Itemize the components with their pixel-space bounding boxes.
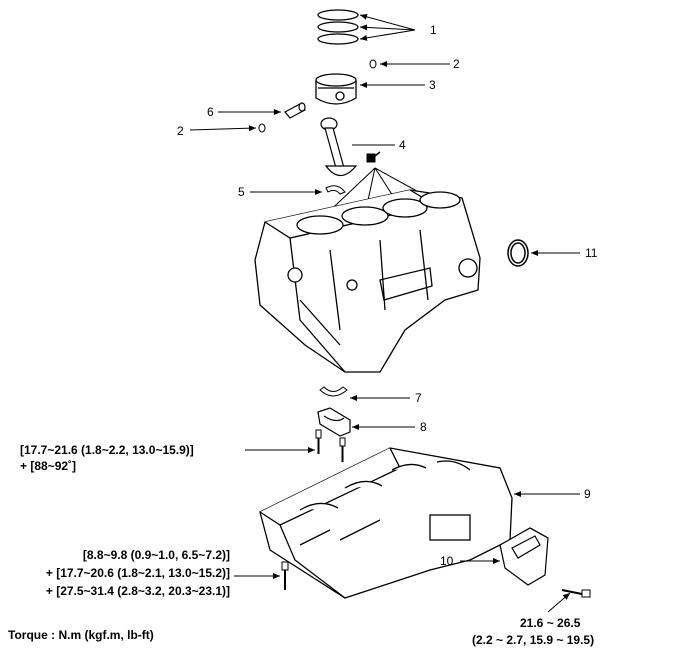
bearing-cap [317,407,351,437]
upper-bearing [325,185,346,195]
callout-5: 5 [238,185,245,199]
piston-pin [284,102,306,119]
lower-bearing [319,386,348,397]
callout-2-right: 2 [453,57,460,71]
piston-rings [317,9,359,45]
bearing-cap-bolts [315,429,346,462]
ladder-torque-line1: [8.8~9.8 (0.9~1.0, 6.5~7.2)] [82,548,230,562]
callout-leader-1 [359,13,416,41]
cap-bolt-torque-line1: [17.7~21.6 (1.8~2.2, 13.0~15.9)] [20,443,194,457]
callout-4: 4 [399,138,406,152]
oil-screen [499,527,549,586]
callout-3: 3 [429,78,436,92]
connecting-rod [320,117,358,177]
oil-screen-torque-leader [547,592,571,613]
cap-bolt-torque-line2: + [88~92˚] [20,459,77,473]
snap-ring-left [258,123,266,133]
rear-oil-seal [507,239,529,267]
cylinder-block [254,189,481,373]
callout-8: 8 [420,420,427,434]
callout-7: 7 [415,391,422,405]
callout-9: 9 [584,487,591,501]
callout-1: 1 [430,23,437,37]
oil-can-icon [366,151,381,163]
oil-screen-torque-line1: 21.6 ~ 26.5 [520,616,581,630]
callout-6: 6 [207,105,214,119]
callout-2-left: 2 [177,124,184,138]
torque-units-legend: Torque : N.m (kgf.m, lb-ft) [8,628,154,642]
snap-ring-right [369,59,377,69]
ladder-frame [259,447,513,599]
callout-10: 10 [440,554,454,568]
ladder-torque-line2: + [17.7~20.6 (1.8~2.1, 13.0~15.2)] [45,566,230,580]
ladder-frame-bolt [281,561,289,590]
piston [315,73,357,105]
callout-leader-2b [189,125,257,132]
oil-screen-torque-line2: (2.2 ~ 2.7, 15.9 ~ 19.5) [472,633,595,647]
oil-screen-bolt [561,589,591,598]
callout-11: 11 [585,246,598,260]
ladder-torque-line3: + [27.5~31.4 (2.8~3.2, 20.3~23.1)] [45,584,230,598]
